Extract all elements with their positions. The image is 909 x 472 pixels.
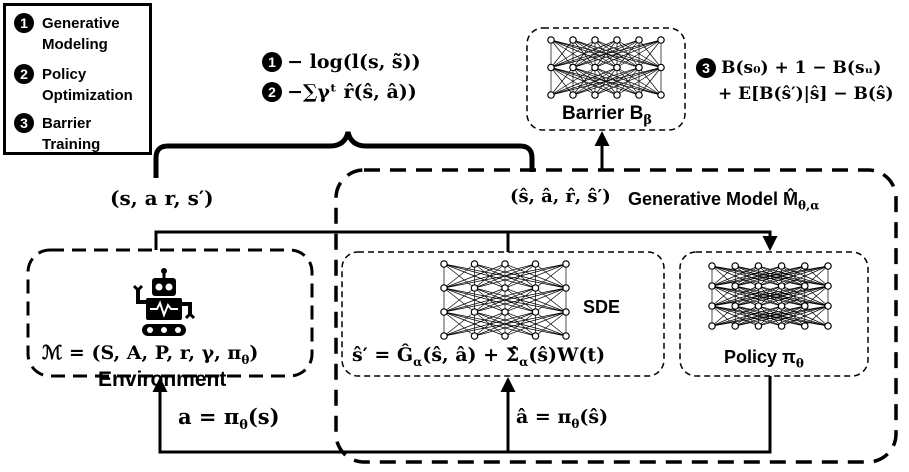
barrier-label: Barrier Bβ [562,103,652,128]
legend-number-2: 2 [14,64,34,84]
barrier-box [526,27,686,131]
environment-box [26,248,314,378]
legend-number-3: 3 [14,113,34,133]
barrier-loss-line2: + E[B(ŝ′)|ŝ] − B(ŝ) [718,84,894,104]
real-transition-tuple: (s, a r, s′) [110,186,214,210]
action-flow-line [152,376,772,454]
legend-label-line1: Generative [42,15,120,32]
barrier-loss-line1: B(s₀) + 1 − B(sᵤ) [721,58,882,78]
loss-number-3: 3 [696,58,716,78]
legend-label-line2: Optimization [42,87,133,104]
loss-brace [153,131,535,178]
loss-number-2: 2 [262,82,282,102]
legend-label-line2: Training [42,136,101,153]
legend-label-line1: Policy [42,66,87,83]
policy-network [708,262,832,330]
sde-box [341,251,665,377]
legend-item-policy-optimization: 2 Policy Optimization [14,64,133,106]
robot-icon [132,268,196,336]
legend-item-generative-modeling: 1 Generative Modeling [14,13,120,55]
generated-transition-tuple: (ŝ, â, r̂, ŝ′) [510,186,611,207]
loss-term-2: 2 −∑γᵗ r̂(ŝ, â)) [262,82,417,102]
state-flow-line [154,230,778,251]
generative-model-label: Generative Model M̂θ,α [628,189,820,213]
policy-box [679,251,869,377]
policy-label: Policy πθ [724,347,804,371]
barrier-network [547,36,665,99]
legend-number-1: 1 [14,13,34,33]
environment-label: Environment [98,368,227,391]
loss-term-1: 1 − log(l(s, s̃)) [262,52,421,72]
sde-equation: ŝ′ = Ĝα(ŝ, â) + Σ̂α(ŝ)W(t) [352,344,606,369]
loss-number-1: 1 [262,52,282,72]
mdp-formula: ℳ = (S, A, P, r, γ, πθ) [42,342,259,367]
sde-network [440,260,570,340]
policy-loss: −∑γᵗ r̂(ŝ, â)) [287,81,417,103]
real-action-label: a = πθ(s) [178,404,280,434]
generative-loss: − log(l(s, s̃)) [287,51,421,73]
legend-label-line1: Barrier [42,115,92,132]
sde-label: SDE [583,297,621,317]
barrier-loss: 3 B(s₀) + 1 − B(sᵤ) [696,58,881,78]
generative-model-box [334,168,898,464]
legend-item-barrier-training: 3 Barrier Training [14,113,100,155]
legend-label-line2: Modeling [42,36,108,53]
legend-box: 1 Generative Modeling 2 Policy Optimizat… [3,3,152,155]
generated-action-label: â = πθ(ŝ) [516,406,609,431]
